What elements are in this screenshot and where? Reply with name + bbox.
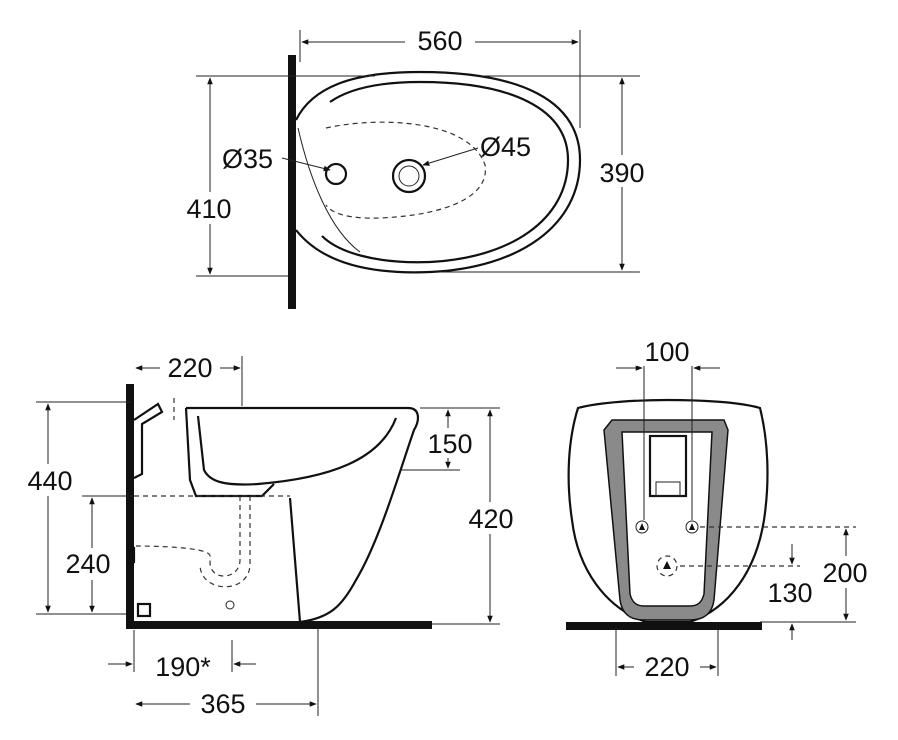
- side-view-waste-offset-label: 190*: [155, 652, 211, 682]
- side-view-fixing-hole: [225, 600, 235, 610]
- side-view-waste-height-label: 240: [65, 549, 110, 579]
- side-view-bracket: [133, 402, 164, 479]
- side-view-trap-inner: [199, 496, 251, 588]
- side-view-dim-220-mask: [160, 352, 220, 382]
- rear-view-fixing-right: [685, 520, 699, 534]
- top-view-hole-large-inner: [398, 165, 420, 187]
- top-view-hole-large: [391, 158, 427, 194]
- top-view-depth-label: 390: [599, 158, 644, 188]
- side-view-trap-hidden: [135, 496, 241, 577]
- top-view-leader-small: [281, 157, 331, 172]
- top-view-bowl-outline: [295, 70, 582, 274]
- rear-view-fixing-height-label: 200: [822, 558, 867, 588]
- rear-view-dim-220-mask: [634, 652, 700, 682]
- rear-view-waste-height-label: 130: [767, 578, 812, 608]
- top-view-hole-small: [324, 162, 348, 186]
- side-view-dim-150-mask: [420, 428, 480, 458]
- rear-view-mounting-frame: [603, 419, 729, 621]
- side-view-top-offset-label: 220: [167, 353, 212, 383]
- side-view-bowl-outline: [186, 406, 420, 624]
- side-view-bowl-depth-label: 150: [427, 429, 472, 459]
- side-view-dim-440-mask: [16, 464, 82, 496]
- side-view-basin-outline: [196, 415, 398, 486]
- side-view-floor: [126, 621, 432, 629]
- top-view-dim-390-mask: [590, 155, 656, 187]
- side-view-total-height-label: 440: [27, 466, 72, 496]
- rear-view-fixing-left: [635, 520, 649, 534]
- side-view-dim-240-mask: [58, 548, 124, 580]
- top-view-wall: [288, 55, 296, 309]
- side-view: 220 150 420 440 240 190* 365: [16, 352, 524, 720]
- side-view-length-label: 365: [200, 689, 245, 719]
- side-view-height-label: 420: [468, 504, 513, 534]
- rear-view: 100 200 130 220: [566, 336, 878, 682]
- top-view-width-label: 560: [417, 26, 462, 56]
- side-view-back-profile: [184, 407, 275, 498]
- top-view-dim-560-mask: [405, 26, 475, 56]
- side-view-floor-fixing: [136, 602, 152, 618]
- top-view-dim-410-mask: [176, 192, 242, 224]
- side-view-wall: [126, 384, 134, 624]
- top-view-inner-rim: [321, 80, 570, 264]
- top-view-basin-hidden: [325, 121, 486, 219]
- rear-view-fixing-spacing-label: 100: [644, 337, 689, 367]
- rear-view-dim-200-mask: [814, 556, 878, 588]
- rear-view-dim-100-mask: [636, 336, 700, 366]
- rear-view-floor: [566, 622, 762, 630]
- top-view-hole-large-label: Ø45: [480, 132, 531, 162]
- top-view: 560 390 410 Ø35 Ø45: [176, 26, 656, 309]
- top-view-hole-small-label: Ø35: [222, 144, 273, 174]
- side-view-dim-365-mask: [190, 688, 256, 720]
- rear-view-waste-marker: [656, 555, 678, 577]
- rear-view-base-width-label: 220: [644, 652, 689, 682]
- side-view-wall-outlet: [126, 546, 136, 564]
- rear-view-body: [567, 398, 769, 624]
- top-view-leader-large: [422, 147, 479, 166]
- top-view-rim-curve: [297, 127, 361, 253]
- top-view-overall-label: 410: [186, 194, 231, 224]
- rear-view-inlet-slot: [655, 481, 681, 497]
- side-view-dim-420-mask: [458, 502, 524, 534]
